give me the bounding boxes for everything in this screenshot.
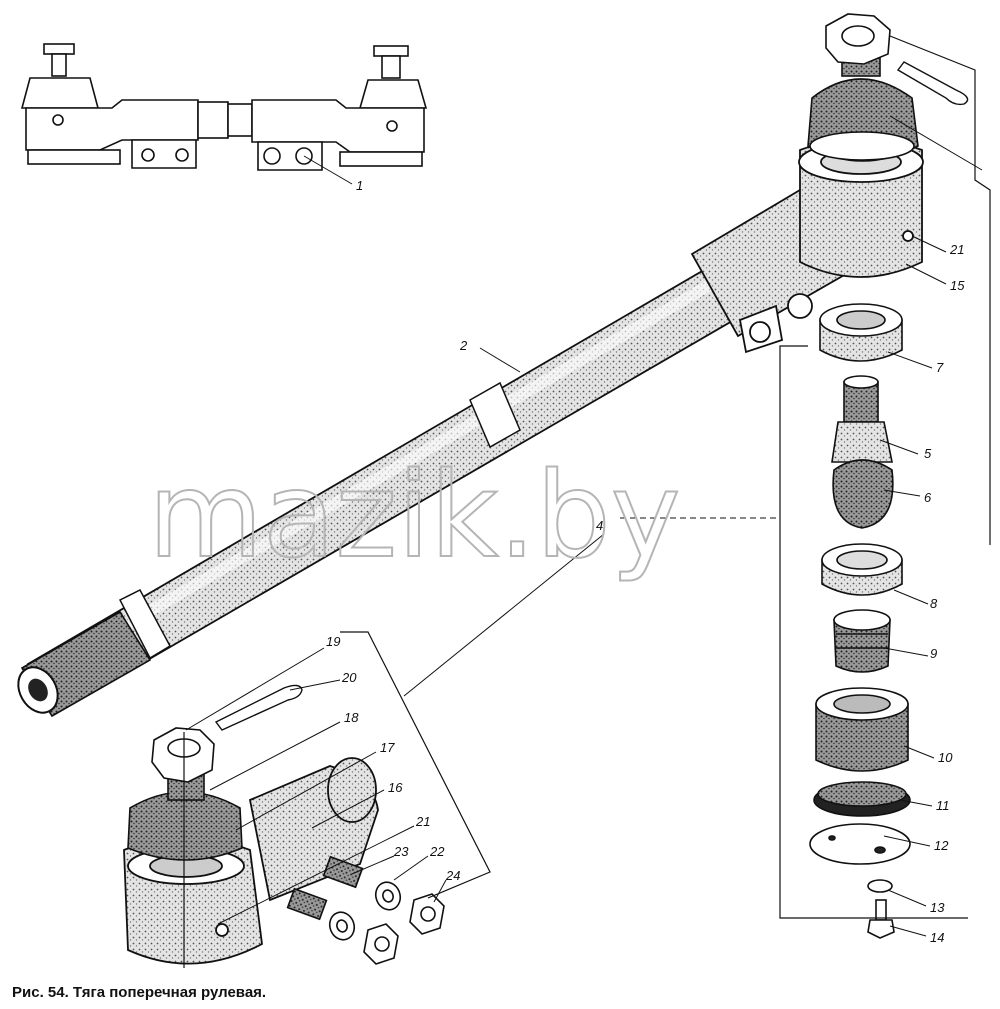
watermark: mazik.by	[148, 446, 681, 584]
callout-1: 1	[356, 178, 363, 193]
leader-line-1	[303, 155, 353, 185]
plate-12	[809, 823, 911, 865]
cotter-pin-left	[214, 684, 303, 731]
callout-17: 17	[380, 740, 395, 755]
ball-pin-5	[831, 375, 893, 463]
callout-12: 12	[934, 838, 949, 853]
ball-head-6	[832, 459, 894, 529]
callout-11: 11	[936, 798, 950, 813]
callout-8: 8	[930, 596, 938, 611]
left-tip-housing	[123, 757, 379, 965]
bracket-right	[779, 35, 991, 919]
callout-22: 22	[429, 844, 445, 859]
ring-7	[819, 303, 903, 362]
callout-7: 7	[936, 360, 944, 375]
callout-19: 19	[326, 634, 340, 649]
cotter-pin-top	[896, 61, 969, 106]
washer-13	[867, 879, 893, 893]
callout-21-right: 21	[949, 242, 964, 257]
callout-21-left: 21	[415, 814, 430, 829]
callout-20: 20	[341, 670, 357, 685]
figure-caption: Рис. 54. Тяга поперечная рулевая.	[12, 984, 267, 1001]
callout-labels: 1 2 4 5 6 7 8 9 10 11 12 13 14 15 16 17 …	[326, 178, 965, 945]
spring-9	[833, 609, 891, 673]
callout-10: 10	[938, 750, 953, 765]
castle-nut-top	[825, 13, 891, 65]
callout-6: 6	[924, 490, 932, 505]
callout-4: 4	[596, 518, 603, 533]
callout-14: 14	[930, 930, 944, 945]
bolt-14	[867, 899, 895, 939]
bracket-left	[183, 631, 491, 968]
callout-24: 24	[445, 868, 460, 883]
tie-rod-tube	[17, 254, 760, 718]
callout-15: 15	[950, 278, 965, 293]
leader-lines	[185, 115, 983, 937]
tie-rod-overview	[20, 43, 428, 171]
callout-5: 5	[924, 446, 932, 461]
left-boot	[127, 765, 243, 861]
castle-nut-left	[151, 727, 215, 783]
callout-16: 16	[388, 780, 403, 795]
callout-9: 9	[930, 646, 937, 661]
clamp-bolts	[286, 855, 445, 965]
threaded-plug-10	[815, 687, 909, 772]
callout-13: 13	[930, 900, 945, 915]
ring-8	[821, 543, 903, 596]
callout-18: 18	[344, 710, 359, 725]
seal-11	[813, 781, 911, 817]
callout-2: 2	[459, 338, 468, 353]
callout-23: 23	[393, 844, 409, 859]
